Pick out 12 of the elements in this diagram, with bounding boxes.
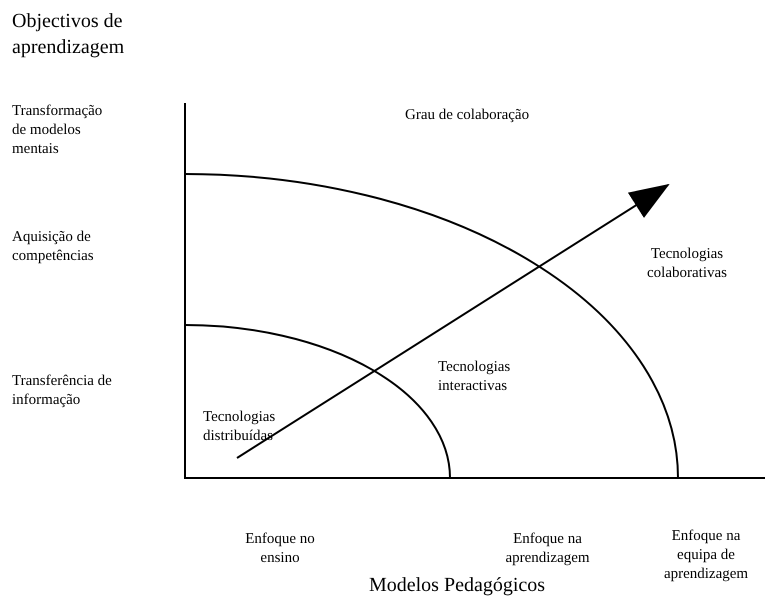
tick-label: Transferência de informação xyxy=(12,372,113,410)
axis-title: Objectivos de aprendizagem xyxy=(12,9,126,60)
region-label: Tecnologias interactivas xyxy=(438,358,512,396)
region-label: Tecnologias distribuídas xyxy=(203,408,276,446)
axis-title: Modelos Pedagógicos xyxy=(368,573,546,598)
region-label: Tecnologias colaborativas xyxy=(646,245,728,283)
tick-label: Enfoque na aprendizagem xyxy=(504,530,591,568)
tick-label: Enfoque na equipa de aprendizagem xyxy=(662,527,750,584)
axis-title: Grau de colaboração xyxy=(405,106,530,125)
tick-label: Enfoque no ensino xyxy=(244,530,316,568)
tick-label: Aquisição de competências xyxy=(12,228,95,266)
tick-label: Transformação de modelos mentais xyxy=(12,102,104,159)
